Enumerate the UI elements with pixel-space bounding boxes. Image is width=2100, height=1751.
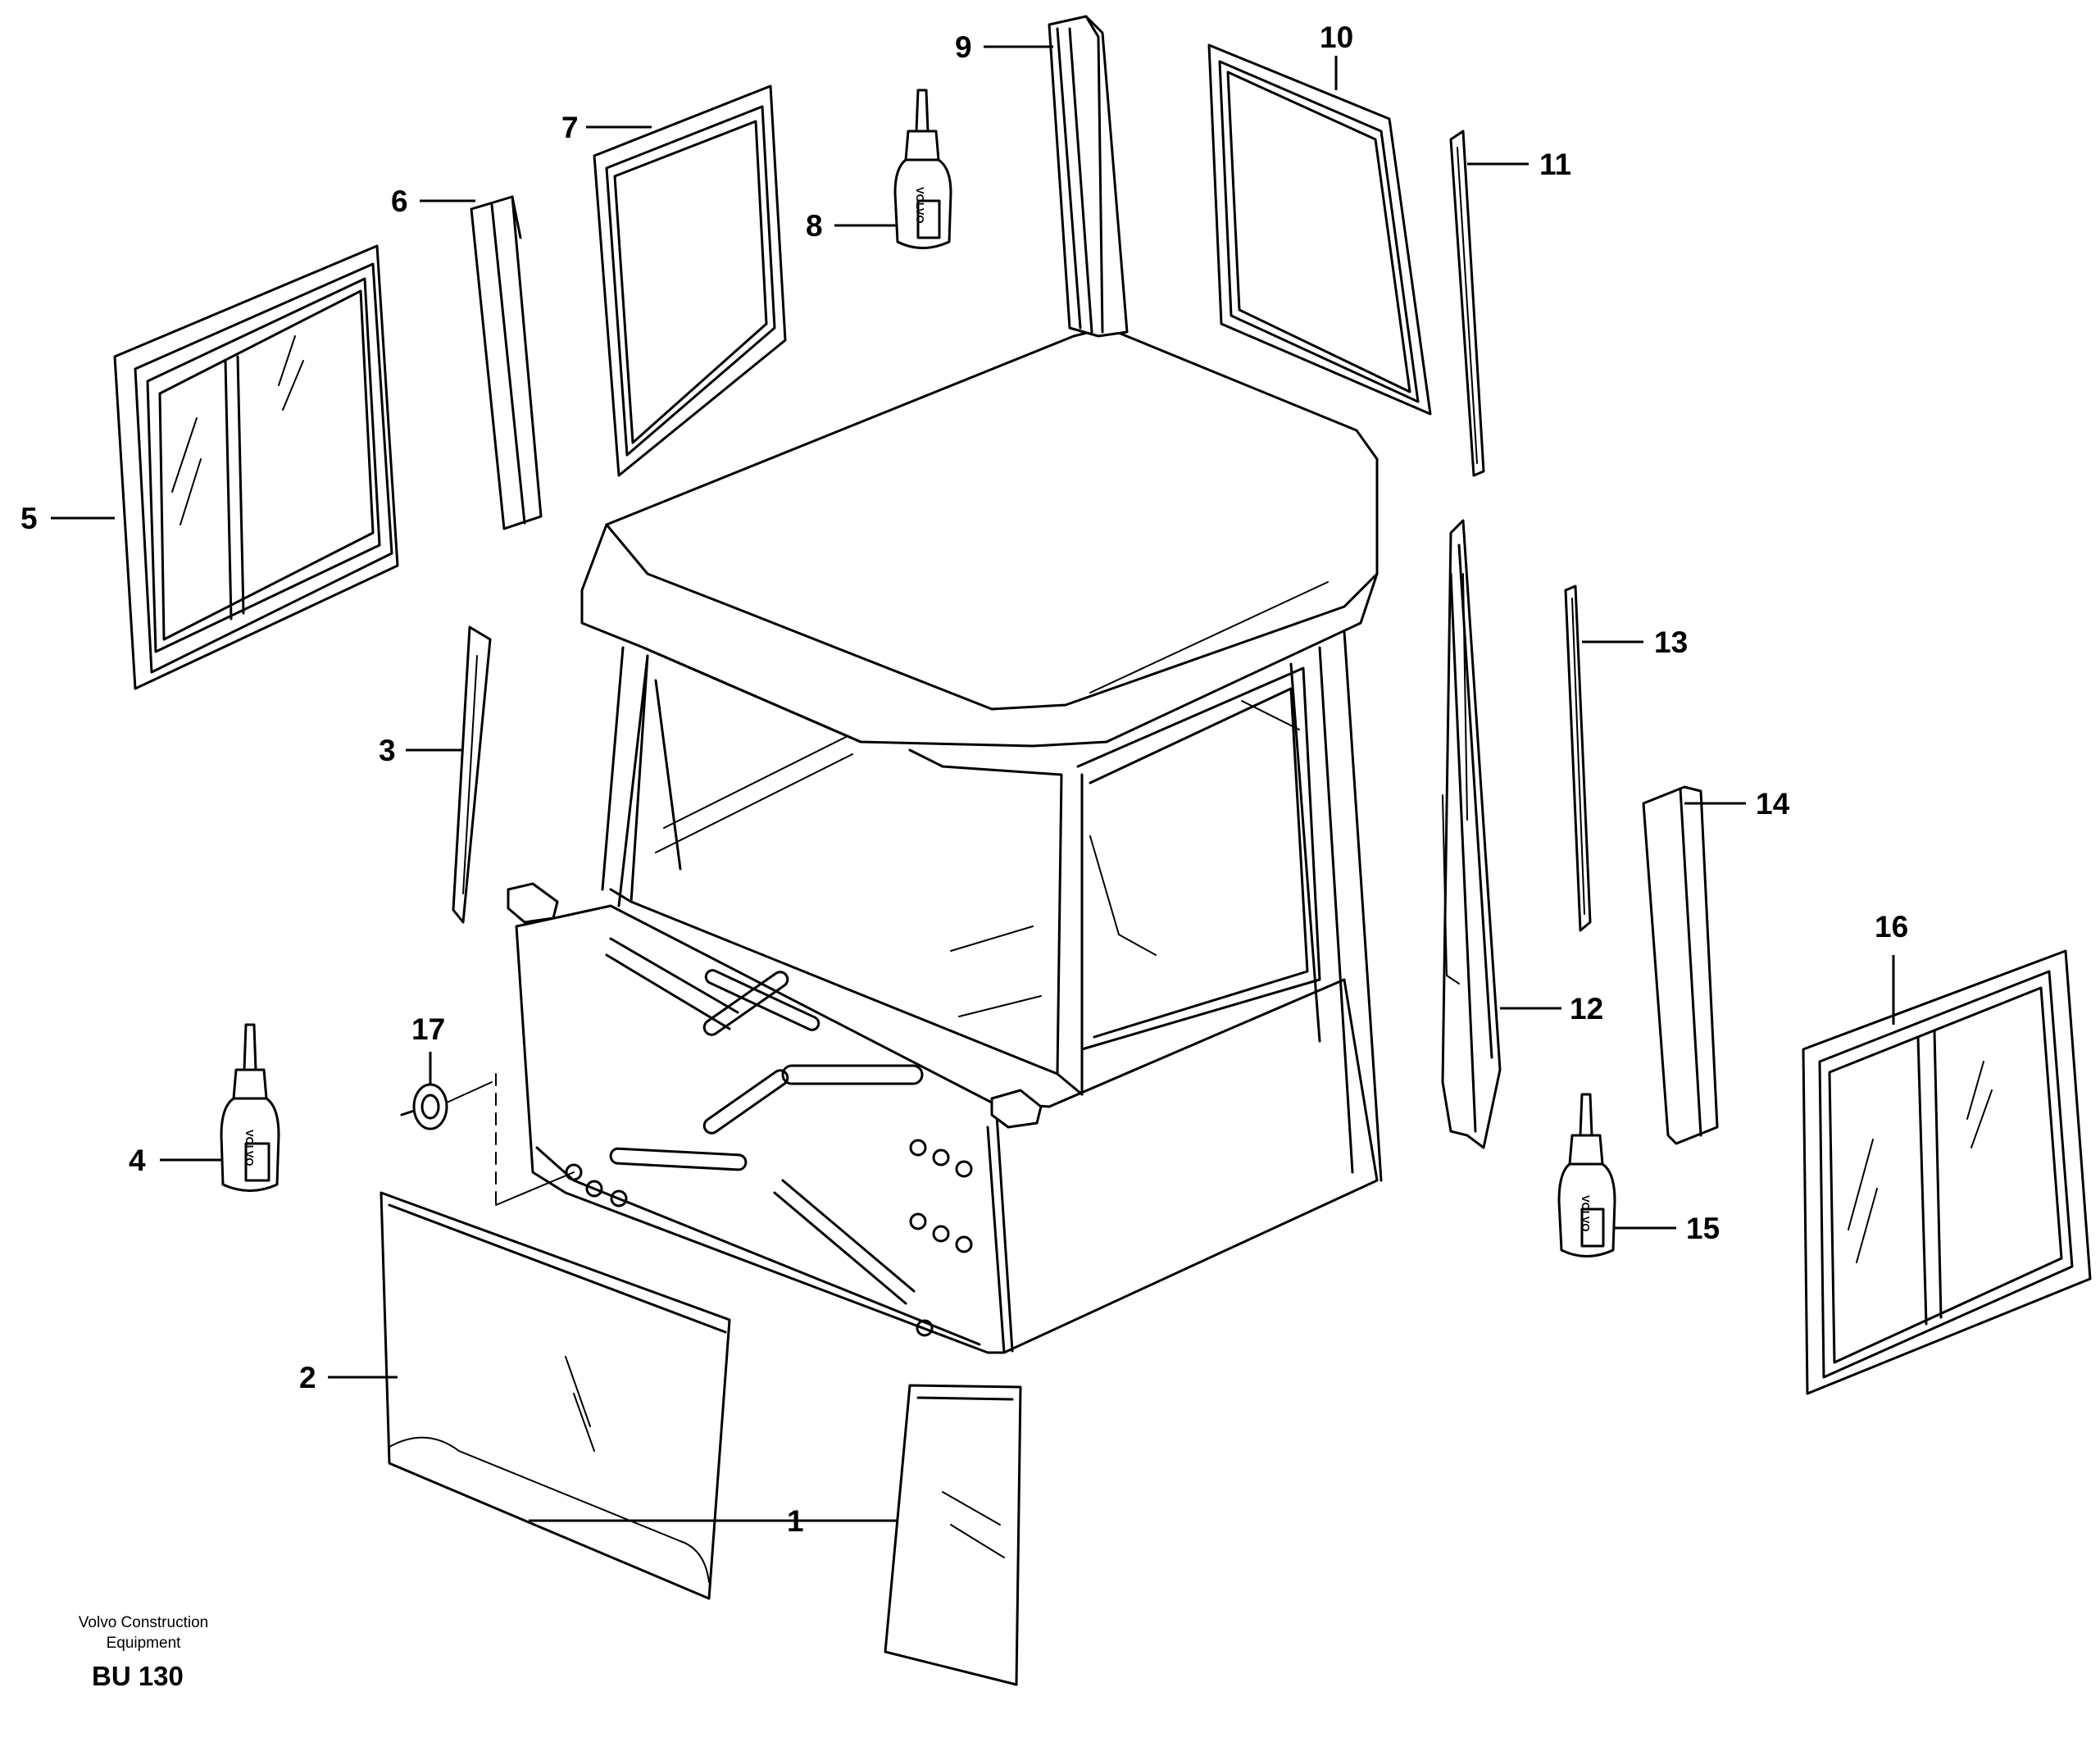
leader-lines <box>51 45 1895 1522</box>
callout-14: 14 <box>1756 787 1790 821</box>
part-10-window-seal <box>1207 43 1432 416</box>
part-16-sliding-window <box>1802 949 2092 1395</box>
callout-1: 1 <box>787 1504 804 1538</box>
part-1-side-glass <box>884 1384 1022 1686</box>
callout-7: 7 <box>561 111 579 144</box>
part-9-rubber-profile <box>1048 15 1129 338</box>
callout-10: 10 <box>1320 20 1353 54</box>
part-11-narrow-glass <box>1449 130 1485 477</box>
callout-13: 13 <box>1654 625 1688 659</box>
callout-15: 15 <box>1686 1212 1720 1245</box>
callout-labels: 1 2 3 4 5 6 7 8 9 10 11 12 13 14 15 16 1… <box>20 20 1908 1538</box>
part-4-sealant-bottle: VOLVO <box>220 1023 280 1192</box>
figure-code: BU 130 <box>92 1661 184 1691</box>
part-2-front-lower-glass <box>380 1191 731 1600</box>
part-3-narrow-glass <box>452 625 492 924</box>
callout-5: 5 <box>20 502 38 535</box>
part-12-door-glass <box>1441 519 1502 1149</box>
callout-4: 4 <box>129 1144 146 1177</box>
part-5-sliding-window <box>113 244 399 690</box>
footer: Volvo Construction Equipment BU 130 <box>79 1614 208 1691</box>
part-6-pillar-trim <box>470 195 543 530</box>
part-17-grommet <box>400 1073 575 1206</box>
callout-2: 2 <box>299 1361 316 1394</box>
part-15-sealant-bottle: VOLVO <box>1557 1093 1616 1258</box>
callout-9: 9 <box>955 30 972 64</box>
bottle-brand-label: VOLVO <box>243 1130 256 1167</box>
callout-17: 17 <box>411 1012 445 1046</box>
bottle-brand-label: VOLVO <box>914 187 926 224</box>
company-name-line1: Volvo Construction <box>79 1614 208 1631</box>
callout-16: 16 <box>1875 910 1908 944</box>
callout-8: 8 <box>806 209 823 243</box>
part-7-window-seal <box>593 84 787 477</box>
callout-11: 11 <box>1539 148 1571 181</box>
cab-body <box>507 326 1383 1354</box>
callout-3: 3 <box>379 734 396 767</box>
callout-6: 6 <box>391 184 408 218</box>
company-name-line2: Equipment <box>107 1635 182 1652</box>
part-8-sealant-bottle: VOLVO <box>893 89 952 249</box>
callout-12: 12 <box>1570 992 1603 1026</box>
bottle-brand-label: VOLVO <box>1580 1195 1592 1232</box>
part-14-pillar-trim <box>1642 785 1719 1145</box>
part-13-narrow-glass <box>1564 584 1592 932</box>
